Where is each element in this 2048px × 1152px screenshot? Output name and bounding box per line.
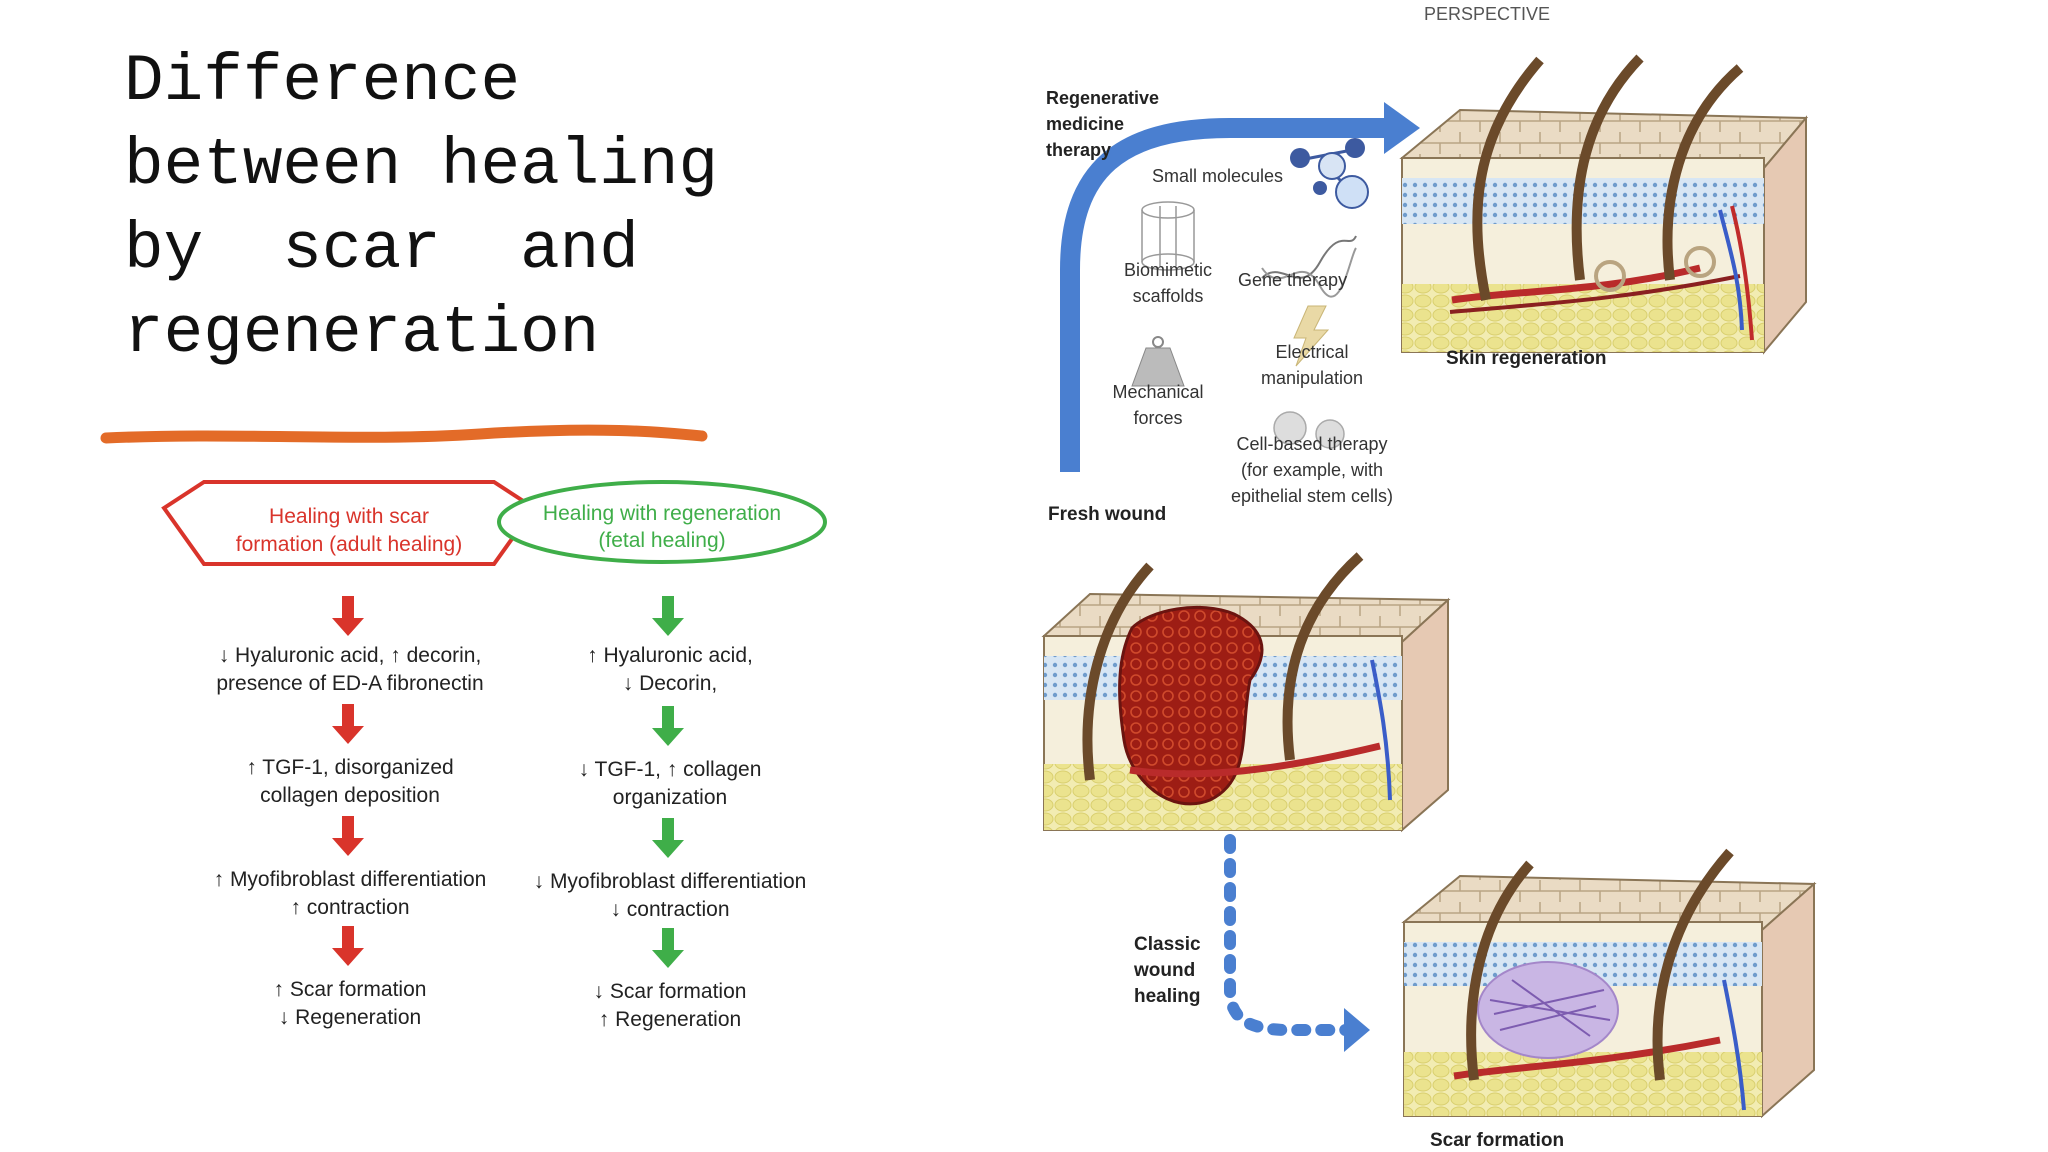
regen-header-box xyxy=(497,480,827,564)
title-line: Difference xyxy=(124,44,521,119)
down-arrow-icon xyxy=(652,706,684,746)
therapy-title: Regenerative xyxy=(1046,88,1159,108)
lightning-icon xyxy=(1293,305,1330,367)
classic-healing-label: Classic xyxy=(1134,934,1201,955)
down-arrow-icon xyxy=(652,928,684,968)
regen-header-text: Healing with regeneration xyxy=(543,502,781,525)
regen-arrows xyxy=(652,596,684,968)
cells-icon xyxy=(1273,411,1345,449)
arrow-head-icon xyxy=(1384,102,1420,154)
therapy-label: (for example, with xyxy=(1241,460,1383,480)
therapy-label: scaffolds xyxy=(1133,286,1204,306)
scar-step-text: ↑ Myofibroblast differentiation xyxy=(214,868,487,891)
therapy-label: Mechanical xyxy=(1112,382,1203,402)
therapy-label: manipulation xyxy=(1261,368,1363,388)
down-arrow-icon xyxy=(332,926,364,966)
title-line: by scar and xyxy=(124,212,639,287)
regen-step-text: ↑ Regeneration xyxy=(599,1008,741,1031)
regen-header-text: (fetal healing) xyxy=(598,529,725,552)
down-arrow-icon xyxy=(332,816,364,856)
scar-arrows xyxy=(332,596,364,966)
regen-step-text: ↓ TGF-1, ↑ collagen xyxy=(579,758,762,781)
classic-healing-label: healing xyxy=(1134,986,1201,1007)
down-arrow-icon xyxy=(332,596,364,636)
therapy-label: Electrical xyxy=(1275,342,1348,362)
down-arrow-icon xyxy=(652,818,684,858)
classic-healing-arrow xyxy=(1224,834,1352,1036)
scar-header-text: formation (adult healing) xyxy=(236,533,462,556)
scar-step-text: ↓ Hyaluronic acid, ↑ decorin, xyxy=(219,644,482,667)
scar-step-text: presence of ED-A fibronectin xyxy=(216,672,483,695)
therapy-title: medicine xyxy=(1046,114,1124,134)
down-arrow-icon xyxy=(652,596,684,636)
regen-step-text: ↓ Scar formation xyxy=(594,980,747,1003)
scar-skin-block xyxy=(1401,848,1817,1119)
therapy-title: therapy xyxy=(1046,140,1111,160)
dna-icon xyxy=(1261,235,1357,279)
therapy-label: epithelial stem cells) xyxy=(1231,486,1393,506)
therapy-label: Biomimetic xyxy=(1124,260,1212,280)
molecule-icon xyxy=(1290,138,1369,209)
skin-regeneration-label: Skin regeneration xyxy=(1446,348,1607,369)
scar-step-text: ↓ Regeneration xyxy=(279,1006,421,1029)
scaffold-icon xyxy=(1141,201,1195,271)
down-arrow-icon xyxy=(332,704,364,744)
therapy-label: Small molecules xyxy=(1152,166,1283,186)
wound-skin-block xyxy=(1041,552,1451,833)
regen-step-text: ↓ Decorin, xyxy=(623,672,718,695)
regen-step-text: ↑ Hyaluronic acid, xyxy=(587,644,753,667)
regen-step-text: organization xyxy=(613,786,727,809)
classic-healing-label: wound xyxy=(1133,960,1195,981)
regen-step-text: ↓ contraction xyxy=(610,898,729,921)
scar-step-text: collagen deposition xyxy=(260,784,440,807)
scar-step-text: ↑ TGF-1, disorganized xyxy=(246,756,453,779)
fresh-wound-label: Fresh wound xyxy=(1048,504,1166,525)
therapy-label: Gene therapy xyxy=(1238,270,1347,290)
healing-flowchart: Healing with scar formation (adult heali… xyxy=(161,480,827,1031)
scar-step-text: ↑ contraction xyxy=(290,896,409,919)
perspective-header: PERSPECTIVE xyxy=(1424,4,1550,24)
weight-icon xyxy=(1131,336,1185,387)
slide-title: Difference between healing by scar and r… xyxy=(124,40,884,376)
skin-healing-illustration: PERSPECTIVE Regenerative medicine therap… xyxy=(1041,4,1817,1151)
skin-regeneration-block xyxy=(1399,54,1809,355)
arrow-head-icon xyxy=(1344,1008,1370,1052)
title-underline xyxy=(100,424,708,444)
therapy-label: forces xyxy=(1133,408,1182,428)
scar-step-text: ↑ Scar formation xyxy=(274,978,427,1001)
therapy-arrow xyxy=(1060,118,1384,472)
therapy-label: Cell-based therapy xyxy=(1236,434,1387,454)
dna-icon xyxy=(1261,247,1357,298)
title-line: regeneration xyxy=(124,296,600,371)
scar-formation-label: Scar formation xyxy=(1430,1130,1564,1151)
scar-header-text: Healing with scar xyxy=(269,505,429,528)
title-line: between healing xyxy=(124,128,719,203)
regen-step-text: ↓ Myofibroblast differentiation xyxy=(534,870,807,893)
